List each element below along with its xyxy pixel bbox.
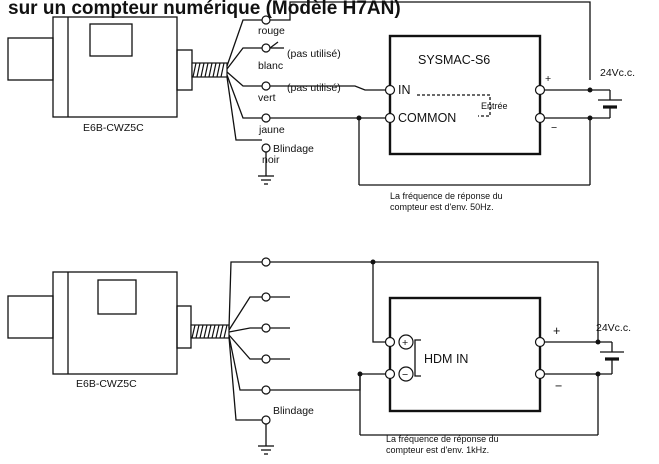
unused-label-green: (pas utilisé) bbox=[287, 82, 341, 94]
top-plus-sign: + bbox=[545, 73, 551, 85]
bottom-plus-sign: + bbox=[553, 324, 560, 338]
common-label: COMMON bbox=[398, 111, 456, 125]
unused-label-white: (pas utilisé) bbox=[287, 48, 341, 60]
bottom-terminal-shield bbox=[261, 415, 271, 425]
sysmac-title: SYSMAC-S6 bbox=[418, 53, 490, 67]
top-note-line2: compteur est d'env. 50Hz. bbox=[390, 202, 494, 212]
top-terminal-yellow bbox=[261, 113, 271, 123]
bottom-encoder: E6B-CWZ5C bbox=[7, 271, 230, 390]
bottom-note-line1: La fréquence de réponse du bbox=[386, 434, 499, 444]
top-minus-sign: − bbox=[551, 122, 557, 134]
top-encoder-label: E6B-CWZ5C bbox=[83, 122, 144, 134]
bottom-supply-label: 24Vc.c. bbox=[596, 322, 631, 334]
bottom-minus-sign: − bbox=[555, 379, 562, 393]
bottom-terminal-4 bbox=[261, 354, 271, 364]
bottom-note-line2: compteur est d'env. 1kHz. bbox=[386, 445, 489, 455]
wire-label-rouge: rouge bbox=[258, 25, 285, 37]
top-encoder: E6B-CWZ5C bbox=[7, 16, 228, 134]
counter-device: + − HDM IN bbox=[384, 296, 546, 413]
top-terminal-green bbox=[261, 81, 271, 91]
top-wire-fan bbox=[226, 19, 262, 141]
input-label: Entrée bbox=[481, 101, 508, 111]
top-wiring-diagram: E6B-CWZ5C rouge (pas utilisé) blanc (pas… bbox=[7, 1, 635, 212]
bottom-terminal-1 bbox=[261, 257, 271, 267]
bottom-encoder-label: E6B-CWZ5C bbox=[76, 378, 137, 390]
bottom-wiring-diagram: E6B-CWZ5C Blindage bbox=[7, 257, 631, 455]
top-terminal-red bbox=[261, 15, 271, 25]
in-plus-sign: + bbox=[402, 337, 408, 349]
bottom-shield-label: Blindage bbox=[273, 405, 314, 417]
sysmac-s6-device: SYSMAC-S6 IN COMMON Entrée bbox=[384, 34, 546, 156]
wire-label-blanc: blanc bbox=[258, 60, 283, 72]
in-label: IN bbox=[398, 83, 411, 97]
bottom-terminal-3 bbox=[261, 323, 271, 333]
shield-label: Blindage bbox=[273, 143, 314, 155]
bottom-terminal-5 bbox=[261, 385, 271, 395]
bottom-wire-fan bbox=[228, 261, 262, 421]
bottom-power-supply: 24Vc.c. bbox=[545, 322, 631, 377]
page-title: sur un compteur numérique (Modèle H7AN) bbox=[8, 0, 401, 19]
in-minus-sign: − bbox=[402, 369, 408, 381]
bottom-terminal-2 bbox=[261, 292, 271, 302]
wire-label-vert: vert bbox=[258, 92, 276, 104]
top-terminal-white bbox=[261, 43, 271, 53]
top-terminal-shield bbox=[261, 143, 271, 153]
top-supply-label: 24Vc.c. bbox=[600, 67, 635, 79]
wire-label-jaune: jaune bbox=[258, 124, 285, 136]
hdm-in-label: HDM IN bbox=[424, 352, 468, 366]
top-supply-wire bbox=[270, 1, 591, 80]
shield-color-label: noir bbox=[262, 154, 280, 166]
top-note-line1: La fréquence de réponse du bbox=[390, 191, 503, 201]
top-power-supply: 24Vc.c. bbox=[545, 67, 635, 121]
